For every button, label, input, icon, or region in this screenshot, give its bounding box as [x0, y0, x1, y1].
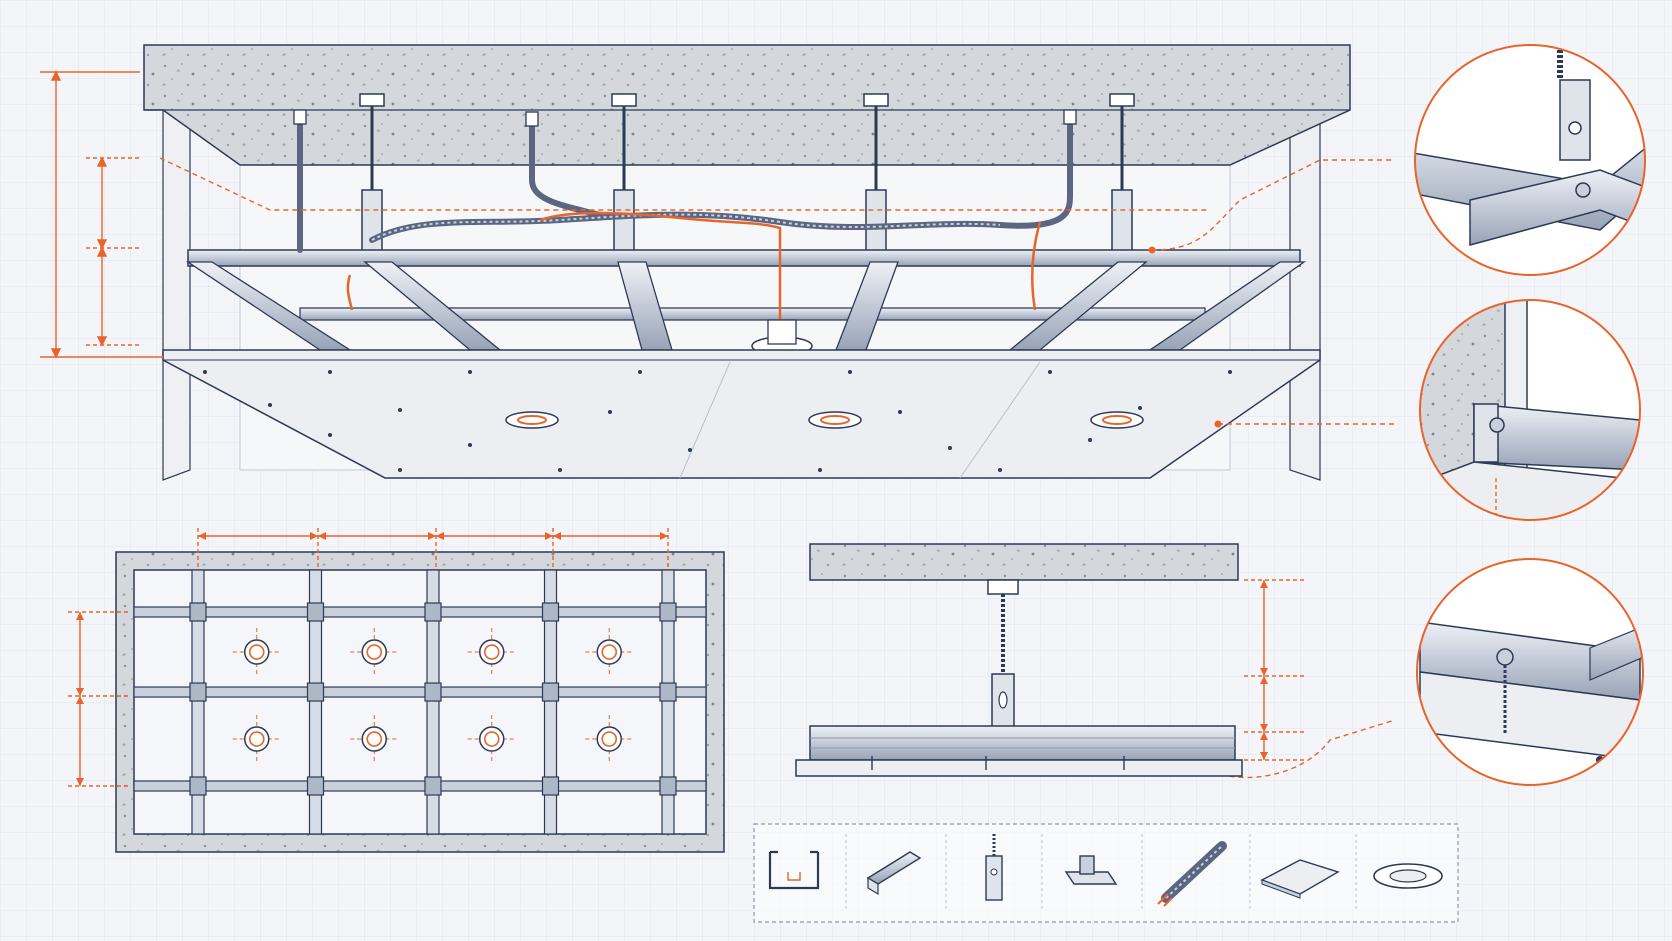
plan-cross-channel-2 [426, 569, 440, 835]
main-dimension-lines [40, 70, 1210, 359]
plan-main-channel-2 [133, 780, 707, 792]
plan-downlight-inner-3 [601, 644, 618, 660]
plan-downlight-inner-7 [601, 731, 618, 747]
electrical-wire [346, 211, 1042, 320]
plan-clip-1-0 [306, 602, 325, 622]
plan-clip-3-1 [541, 682, 560, 702]
main-ceiling-view [40, 44, 1396, 779]
plan-clip-4-0 [659, 602, 677, 622]
flexible-conduit-icon [1157, 841, 1227, 907]
plan-downlight-inner-2 [483, 644, 500, 660]
plan-clip-0-2 [189, 776, 207, 796]
conduit-boxes [293, 109, 1077, 127]
main-channel-front [187, 249, 1301, 267]
board-screws [203, 370, 1232, 472]
plan-downlight-inner-0 [248, 644, 265, 660]
plan-cross-channel-3 [543, 569, 558, 835]
plan-clip-2-1 [424, 682, 442, 702]
plan-downlight-inner-4 [248, 731, 265, 747]
plan-main-channel-0 [133, 606, 707, 618]
plan-clip-0-1 [189, 682, 207, 702]
section-dimension-arrows [1260, 580, 1268, 760]
plan-downlight-inner-6 [483, 731, 500, 747]
plan-clip-2-2 [424, 776, 442, 796]
plan-clip-4-1 [659, 682, 677, 702]
plan-clip-3-0 [541, 602, 560, 622]
plan-downlight-4 [244, 726, 270, 752]
components-legend [753, 823, 1459, 923]
plan-channel-grid [133, 569, 707, 835]
plan-downlight-0 [244, 639, 270, 665]
detail-board-screw [1416, 558, 1644, 786]
u-channel-profile-icon [768, 850, 820, 890]
conduit-main-highlight [371, 213, 1001, 241]
plan-cross-channel-1 [308, 569, 323, 835]
plan-downlight-1 [361, 639, 387, 665]
c-channel-icon [866, 851, 922, 896]
cross-channels [185, 261, 1307, 351]
board-downlight-glow [517, 415, 1132, 425]
plan-clip-2-0 [424, 602, 442, 622]
plan-grid-view [68, 528, 725, 853]
plan-downlight-7 [596, 726, 622, 752]
cross-clip-icon [1064, 855, 1118, 885]
plan-clip-3-2 [541, 776, 560, 796]
plan-cross-channel-0 [191, 569, 205, 835]
plan-downlight-3 [596, 639, 622, 665]
downlight-ring-icon [1373, 863, 1443, 889]
plan-dimension-arrows [76, 532, 668, 786]
plan-cross-channel-4 [661, 569, 675, 835]
gypsum-board-icon [1260, 859, 1340, 899]
plan-downlight-inner-5 [366, 731, 383, 747]
hanger-top-plates [359, 93, 1135, 107]
plan-clip-1-2 [306, 776, 325, 796]
plan-downlight-inner-1 [366, 644, 383, 660]
plan-downlight-6 [479, 726, 505, 752]
board-downlights [505, 411, 1144, 429]
plan-main-channel-1 [133, 686, 707, 698]
section-anchor-plate [987, 579, 1019, 595]
plan-clip-1-1 [306, 682, 325, 702]
section-view [795, 543, 1304, 777]
plan-downlight-2 [479, 639, 505, 665]
hanger-bracket-icon [985, 834, 1003, 901]
plan-clip-0-0 [189, 602, 207, 622]
section-channel [809, 725, 1236, 761]
hanger-brackets [361, 189, 1133, 253]
section-screws [871, 756, 1125, 770]
plan-clip-4-2 [659, 776, 677, 796]
section-slab [809, 543, 1239, 581]
detail-hanger-clip [1414, 44, 1646, 276]
section-board [795, 759, 1243, 777]
concrete-slab [143, 44, 1351, 166]
plan-downlight-5 [361, 726, 387, 752]
